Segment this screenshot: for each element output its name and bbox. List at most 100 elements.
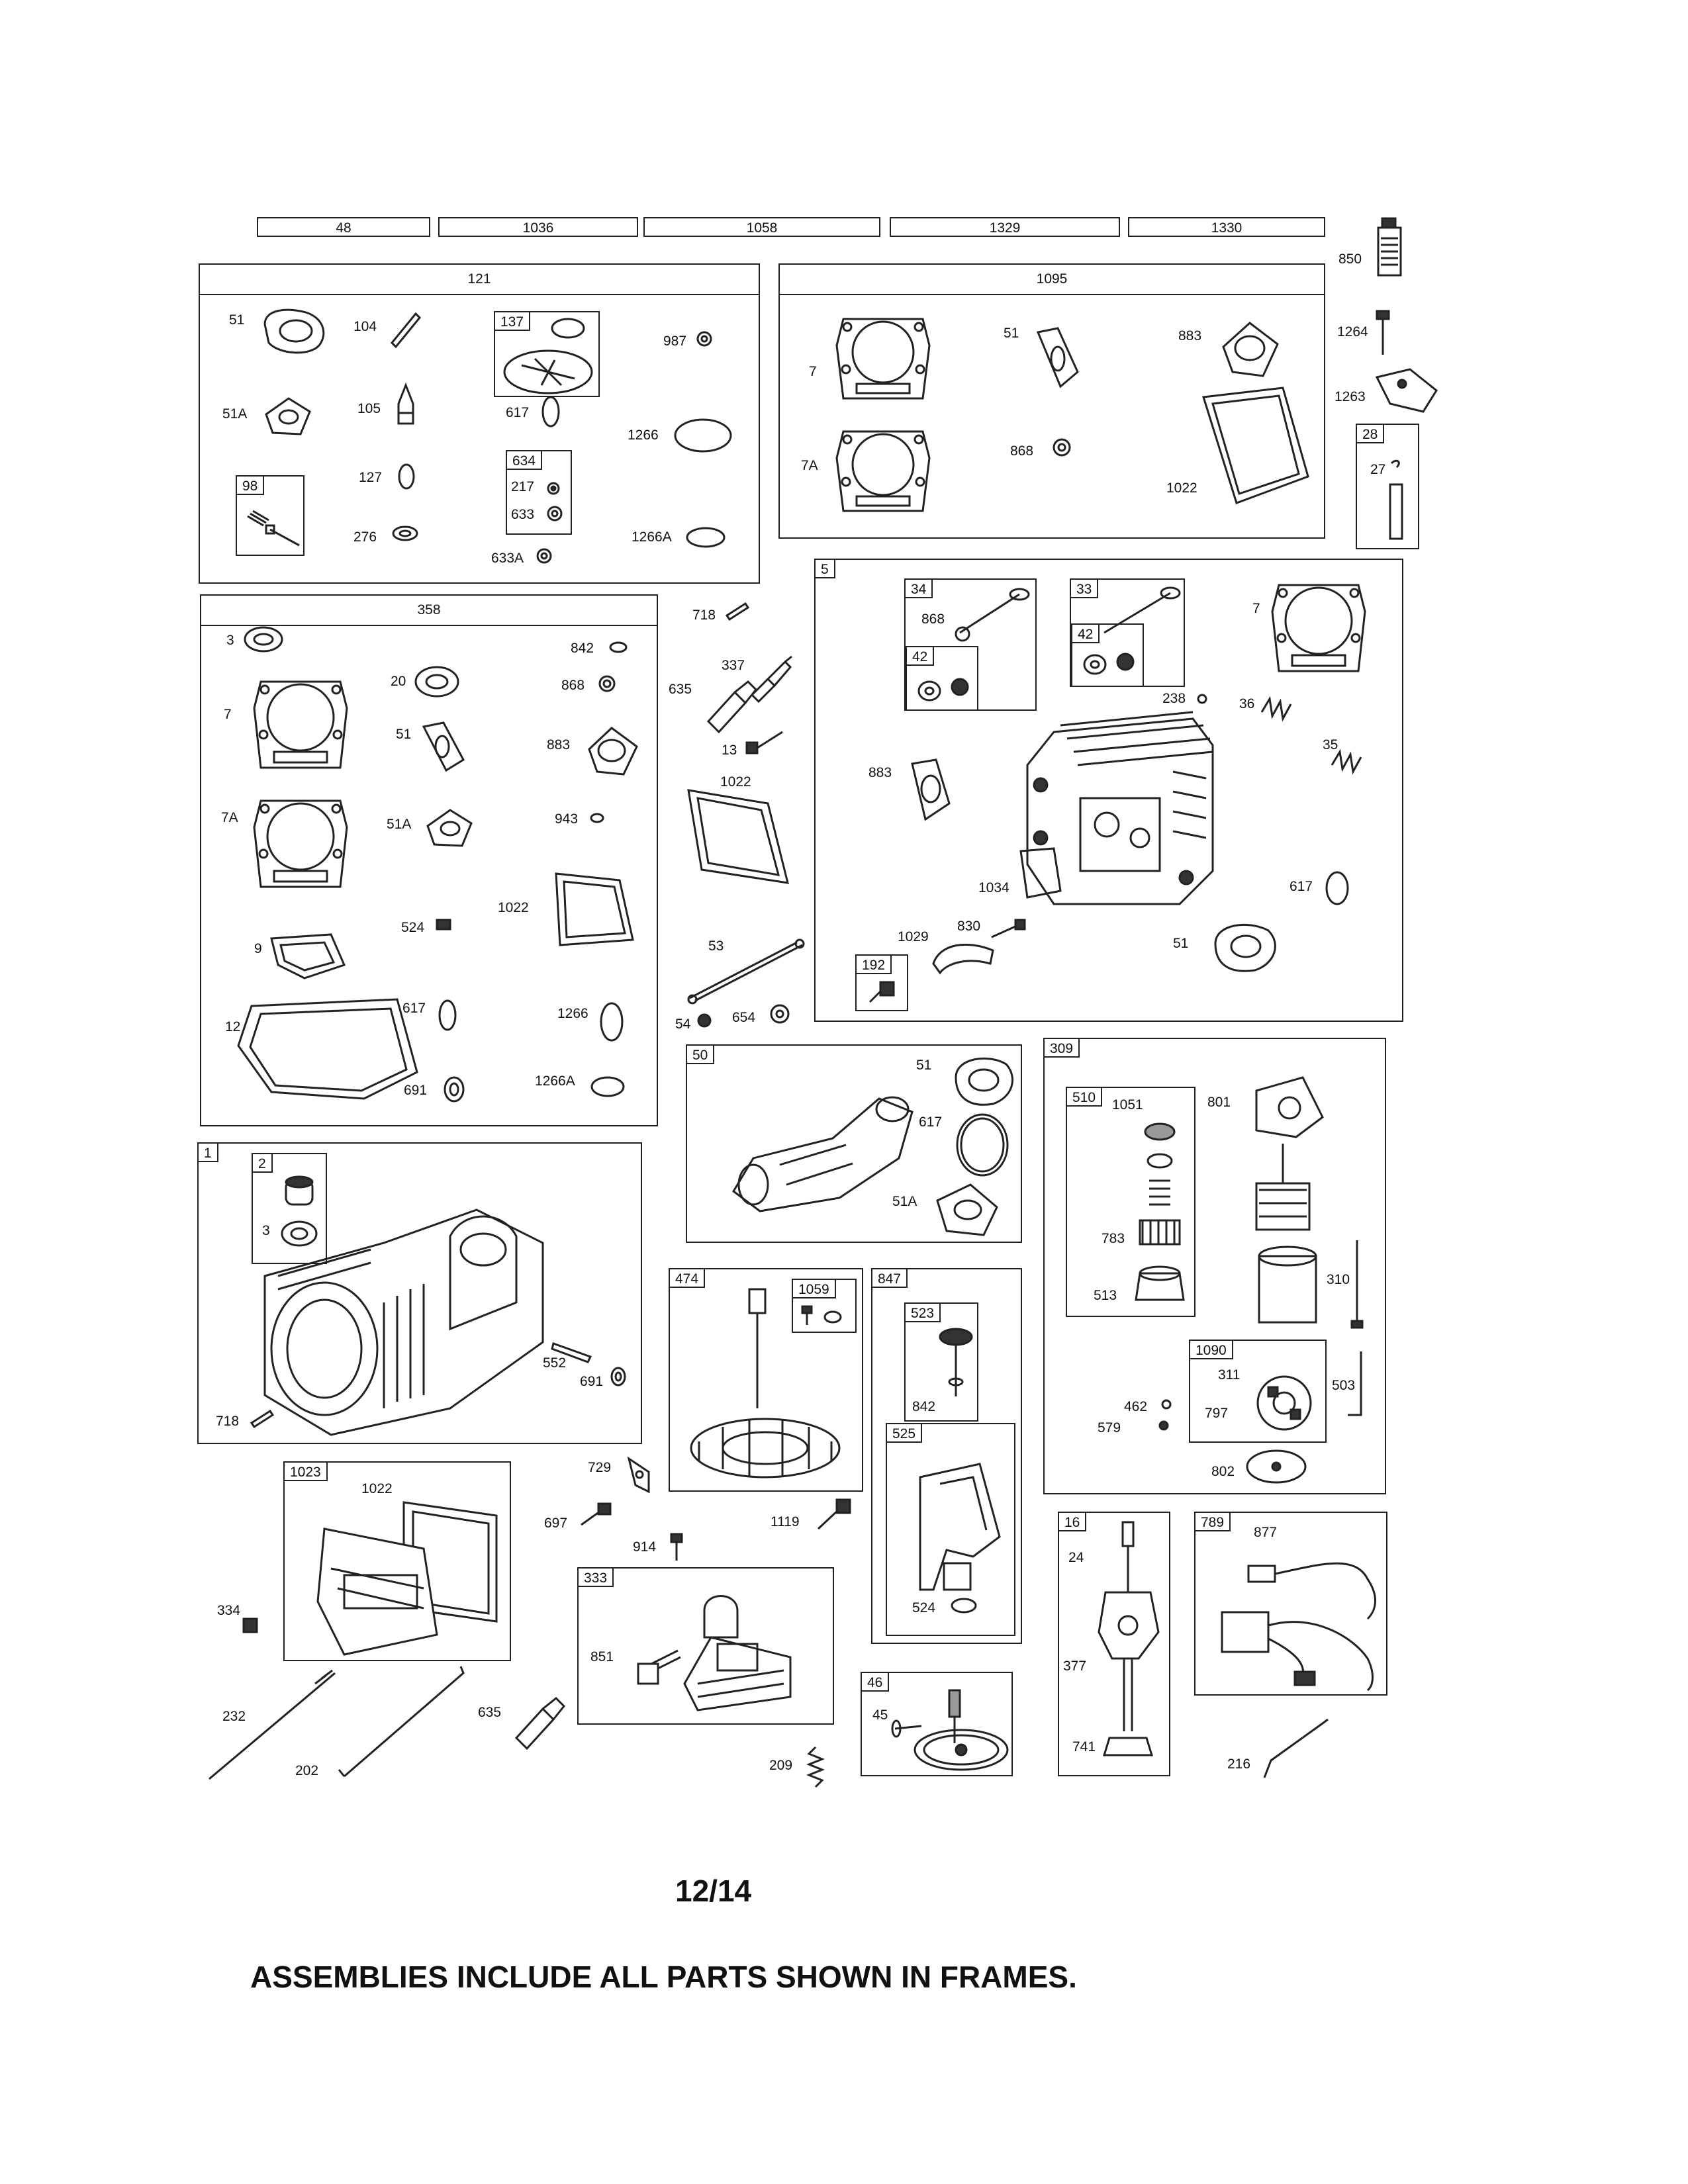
part-label-617: 617 (919, 1115, 943, 1130)
spring-icon (806, 1746, 825, 1788)
brush-plate-icon (1256, 1375, 1312, 1431)
part-label-579: 579 (1098, 1420, 1121, 1435)
part-label-987: 987 (663, 334, 687, 349)
part-label-7: 7 (224, 707, 232, 722)
part-label-718: 718 (216, 1414, 240, 1429)
o-ring-icon (956, 1113, 1009, 1177)
part-label-1266: 1266 (557, 1006, 588, 1021)
part-label-877: 877 (1254, 1525, 1278, 1540)
part-label-633A: 633A (491, 551, 524, 566)
assembly-frame-474: 474 1059 (669, 1268, 863, 1492)
assembly-tag-5: 5 (814, 559, 835, 578)
assembly-tag-46: 46 (861, 1672, 890, 1692)
part-label-202: 202 (295, 1763, 319, 1778)
cover-gasket-icon (687, 789, 790, 884)
part-label-310: 310 (1327, 1272, 1350, 1287)
head-gasket-icon (835, 430, 931, 512)
part-label-1266: 1266 (628, 428, 659, 443)
assembly-frame-634: 634 217 633 (506, 450, 572, 535)
assembly-tag-42: 42 (906, 646, 935, 666)
part-label-868: 868 (921, 612, 945, 627)
part-label-3: 3 (226, 633, 234, 648)
assembly-tag-98: 98 (236, 475, 265, 495)
part-label-617: 617 (402, 1001, 426, 1016)
assembly-frame-523: 523 842 (904, 1302, 978, 1422)
assembly-tag-523: 523 (904, 1302, 941, 1322)
spring-icon (1260, 696, 1292, 722)
part-label-914: 334 (217, 1603, 241, 1618)
wire-harness-icon (1221, 1562, 1377, 1692)
valve-needle-icon (397, 382, 414, 425)
starter-drive-icon (1135, 1122, 1185, 1301)
assembly-frame-98: 98 (236, 475, 305, 556)
spring-icon (1331, 749, 1362, 775)
pin-icon (1389, 459, 1403, 540)
part-label-53: 53 (708, 938, 724, 954)
assembly-frame-46: 46 45 (861, 1672, 1013, 1776)
crankshaft-icon (1098, 1521, 1160, 1756)
gasket-icon (263, 308, 325, 354)
assembly-frame-525: 525 524 (886, 1423, 1015, 1636)
spark-plug-icon (750, 655, 792, 704)
part-label-883: 883 (547, 737, 571, 752)
part-label-524: 524 (912, 1600, 936, 1615)
valve-icon (1103, 586, 1181, 634)
o-ring-icon (600, 1002, 624, 1042)
part-label-552: 552 (543, 1355, 567, 1371)
part-label-7A: 7A (221, 810, 238, 825)
part-label-635: 635 (669, 682, 692, 697)
part-label-54: 54 (675, 1017, 691, 1032)
dipstick-tube-icon (919, 1463, 1001, 1591)
part-label-617: 617 (506, 405, 530, 420)
part-label-9: 9 (254, 941, 262, 956)
bracket-icon (1348, 1351, 1362, 1416)
part-label-633: 633 (511, 507, 535, 522)
assembly-frame-847: 847 523 842 525 524 (871, 1268, 1022, 1644)
part-label-36: 36 (1239, 696, 1255, 711)
gasket-icon (1036, 327, 1079, 388)
pin-icon (390, 312, 422, 349)
assembly-frame-789: 789 877 (1194, 1512, 1387, 1696)
valve-seal-icon (917, 678, 969, 702)
part-label-51: 51 (1173, 936, 1189, 951)
o-ring-icon (541, 396, 560, 428)
assembly-frame-42a: 42 (906, 646, 978, 711)
gasket-icon (911, 758, 951, 821)
part-label-377: 377 (1063, 1659, 1087, 1674)
header-box-48: 48 (257, 217, 430, 237)
assembly-frame-510: 510 1051 783 513 (1066, 1087, 1196, 1317)
plug-icon (436, 919, 451, 931)
part-label-27: 27 (1370, 462, 1386, 477)
frame-title-121: 121 (200, 265, 759, 295)
cover-gasket-icon (555, 872, 634, 946)
part-label-51: 51 (229, 312, 245, 328)
rocker-cover-icon (932, 943, 994, 975)
part-label-842: 842 (912, 1399, 936, 1414)
part-label-276: 276 (353, 529, 377, 545)
part-label-311: 311 (1218, 1367, 1241, 1383)
part-label-209: 209 (769, 1758, 793, 1773)
o-ring-icon (590, 813, 604, 823)
part-label-503: 503 (1332, 1378, 1356, 1393)
part-label-45: 45 (872, 1707, 888, 1723)
part-label-1022: 1022 (1166, 480, 1197, 496)
nut-icon (598, 675, 616, 692)
spring-icon (547, 482, 560, 495)
gasket-icon (426, 809, 473, 847)
bolt-icon (242, 1617, 258, 1633)
valve-icon (955, 588, 1030, 642)
gasket-icon (1222, 322, 1279, 377)
seal-icon (610, 1367, 626, 1387)
part-label-883: 883 (1178, 328, 1202, 343)
assembly-tag-192: 192 (855, 954, 892, 974)
part-label-51: 51 (396, 727, 412, 742)
assembly-frame-2: 2 3 (252, 1153, 327, 1264)
part-label-13: 13 (722, 743, 737, 758)
washer-icon (392, 525, 418, 541)
part-label-830: 830 (957, 919, 981, 934)
breather-gasket-icon (503, 318, 593, 394)
part-label-35: 35 (1323, 737, 1338, 752)
frame-title-1095: 1095 (780, 265, 1324, 295)
nut-icon (696, 331, 712, 347)
part-label-51: 51 (1004, 326, 1019, 341)
